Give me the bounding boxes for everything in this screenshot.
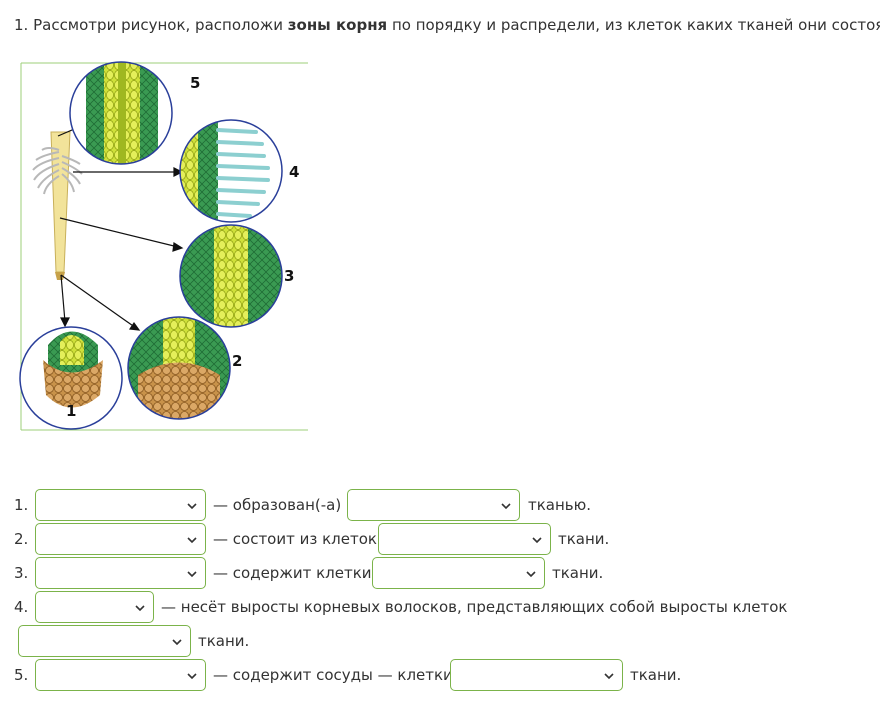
row-text: — образован(-а) [213,496,342,514]
tissue-select-3[interactable] [372,557,545,589]
zone-select-1[interactable] [35,489,206,521]
row-text: — состоит из клеток [213,530,377,548]
chevron-down-icon [187,673,197,680]
row-end: ткани. [558,530,610,548]
zone-select-3[interactable] [35,557,206,589]
chevron-down-icon [526,571,536,578]
row-text: — несёт выросты корневых волосков, предс… [161,598,788,616]
row-number: 5. [14,666,29,684]
question-suffix: по порядку и распредели, из клеток каких… [387,16,880,34]
row-number: 3. [14,564,29,582]
row-text: — содержит клетки [213,564,372,582]
row-end: ткани. [630,666,682,684]
row-end: ткани. [198,632,250,650]
zone-label-4: 4 [289,163,300,181]
tissue-select-4[interactable] [18,625,191,657]
chevron-down-icon [187,571,197,578]
question-text: 1. Рассмотри рисунок, расположи зоны кор… [14,15,880,35]
root-illustration [19,61,308,431]
row-number: 1. [14,496,29,514]
chevron-down-icon [187,503,197,510]
row-text: — содержит сосуды — клетки [213,666,453,684]
row-end: ткани. [552,564,604,582]
tissue-select-1[interactable] [347,489,520,521]
tissue-select-5[interactable] [450,659,623,691]
zone-label-5: 5 [190,74,201,92]
row-end: тканью. [528,496,592,514]
row-number: 2. [14,530,29,548]
zone-label-2: 2 [232,352,243,370]
chevron-down-icon [532,537,542,544]
zone-label-1: 1 [66,402,77,420]
row-number: 4. [14,598,29,616]
chevron-down-icon [172,639,182,646]
chevron-down-icon [135,605,145,612]
question-prefix: 1. Рассмотри рисунок, расположи [14,16,288,34]
chevron-down-icon [501,503,511,510]
zone-select-5[interactable] [35,659,206,691]
question-bold: зоны корня [287,16,388,34]
zone-select-2[interactable] [35,523,206,555]
tissue-select-2[interactable] [378,523,551,555]
zone-label-3: 3 [284,267,295,285]
chevron-down-icon [187,537,197,544]
zone-select-4[interactable] [35,591,154,623]
chevron-down-icon [604,673,614,680]
root-zones-figure: 5 4 3 2 1 [18,60,310,434]
